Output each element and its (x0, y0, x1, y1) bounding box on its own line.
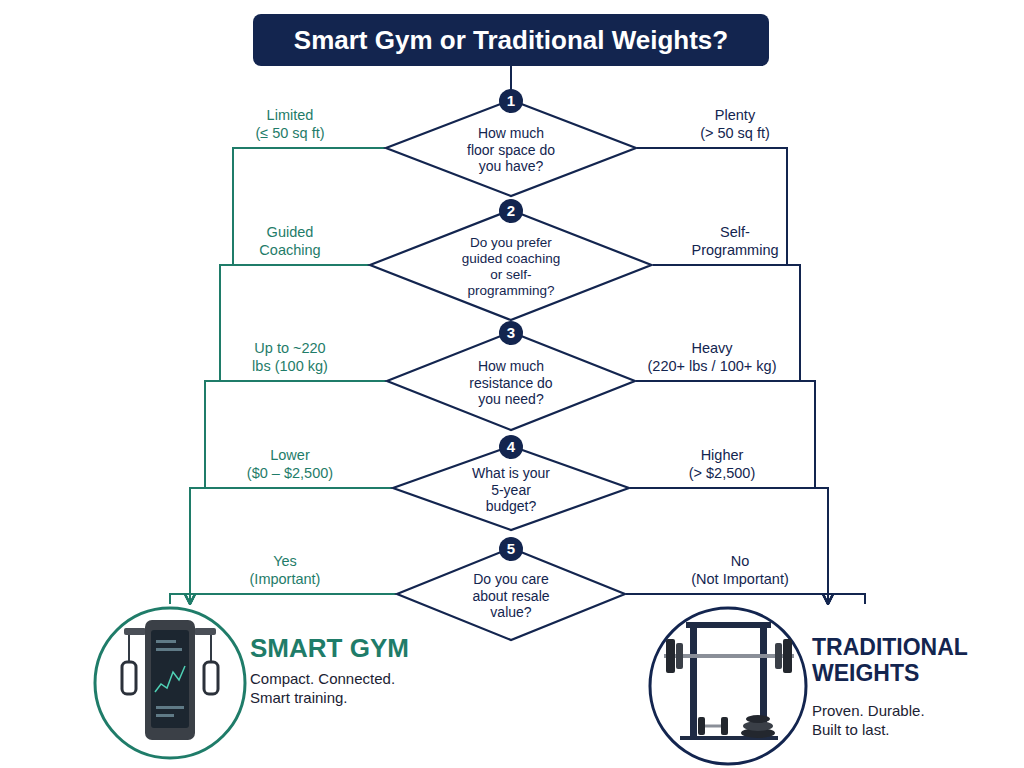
branch-connector (190, 488, 392, 604)
screen-line (156, 706, 184, 709)
branch-connector (626, 594, 865, 604)
decision-diamond: 5Do you care about resale value? (396, 547, 626, 641)
branch-connector (637, 148, 828, 604)
question-text: How much floor space do you have? (467, 125, 555, 175)
dumbbell-weight (721, 717, 728, 735)
screen-line (156, 640, 176, 643)
plate-stack (746, 715, 770, 723)
icon-circle (650, 608, 806, 764)
result-tagline: Compact. Connected. Smart training. (250, 670, 395, 708)
device-body (145, 620, 195, 740)
diamond-shape (397, 548, 625, 640)
weight-plate (676, 643, 683, 669)
decision-diamond: 1How much floor space do you have? (385, 99, 637, 197)
outcome-node: TRADITIONAL WEIGHTS Proven. Durable. Buil… (645, 604, 1015, 764)
smart-gym-icon (95, 608, 245, 758)
step-number: 2 (499, 199, 523, 223)
result-tagline: Proven. Durable. Built to last. (812, 702, 925, 740)
branch-connector (190, 381, 386, 604)
handle (122, 662, 136, 694)
screen-line (156, 714, 174, 717)
step-number: 3 (499, 321, 523, 345)
result-heading: TRADITIONAL WEIGHTS (812, 634, 968, 687)
branch-label: Yes (Important) (248, 553, 323, 588)
branch-connector (170, 594, 396, 604)
screen-line (156, 648, 182, 651)
cable (210, 635, 212, 662)
branch-connector (636, 381, 828, 604)
screen-chart (155, 666, 185, 692)
step-number: 1 (499, 89, 523, 113)
device-screen (151, 630, 189, 728)
decision-diamond: 3How much resistance do you need? (386, 331, 636, 431)
decision-diamond: 4What is your 5-year budget? (392, 445, 630, 531)
branch-label: Limited (≤ 50 sq ft) (253, 107, 326, 142)
title-text: Smart Gym or Traditional Weights? (294, 14, 728, 66)
branch-label: Guided Coaching (257, 224, 322, 259)
icon-circle (95, 608, 245, 758)
branch-label: No (Not Important) (689, 553, 791, 588)
traditional-weights-icon (650, 608, 806, 764)
step-number: 5 (499, 537, 523, 561)
branch-label: Higher (> $2,500) (687, 447, 758, 482)
rack-post (690, 624, 697, 738)
question-text: What is your 5-year budget? (472, 465, 550, 515)
handle (204, 662, 218, 694)
question-text: Do you care about resale value? (472, 571, 549, 621)
branch-label: Self- Programming (689, 224, 780, 259)
diamond-shape (370, 210, 651, 320)
branch-label: Up to ~220 lbs (100 kg) (250, 340, 330, 375)
cable-arm (124, 628, 146, 635)
diamond-shape (386, 100, 636, 196)
cable (128, 635, 130, 662)
weight-plate (666, 639, 675, 673)
weight-plate (783, 639, 792, 673)
diamond-shape (387, 332, 635, 430)
rack-top (686, 622, 771, 628)
weight-plate (775, 643, 782, 669)
branch-connector (653, 265, 828, 604)
branch-label: Plenty (> 50 sq ft) (698, 107, 772, 142)
outcome-node: SMART GYM Compact. Connected. Smart train… (90, 604, 480, 764)
question-text: Do you prefer guided coaching or self- p… (462, 235, 560, 300)
question-text: How much resistance do you need? (469, 358, 552, 408)
barbell-bar (664, 654, 794, 658)
decision-diamond: 2Do you prefer guided coaching or self- … (369, 209, 652, 321)
cable-arm (194, 628, 216, 635)
branch-connector (190, 265, 369, 604)
branch-label: Lower ($0 – $2,500) (245, 447, 335, 482)
result-heading: SMART GYM (250, 634, 409, 664)
branch-connector (630, 488, 828, 604)
title-connector (510, 66, 512, 90)
title-banner: Smart Gym or Traditional Weights? (253, 14, 769, 66)
branch-connector (190, 148, 385, 604)
dumbbell-weight (698, 717, 705, 735)
step-number: 4 (499, 435, 523, 459)
branch-label: Heavy (220+ lbs / 100+ kg) (646, 340, 779, 375)
